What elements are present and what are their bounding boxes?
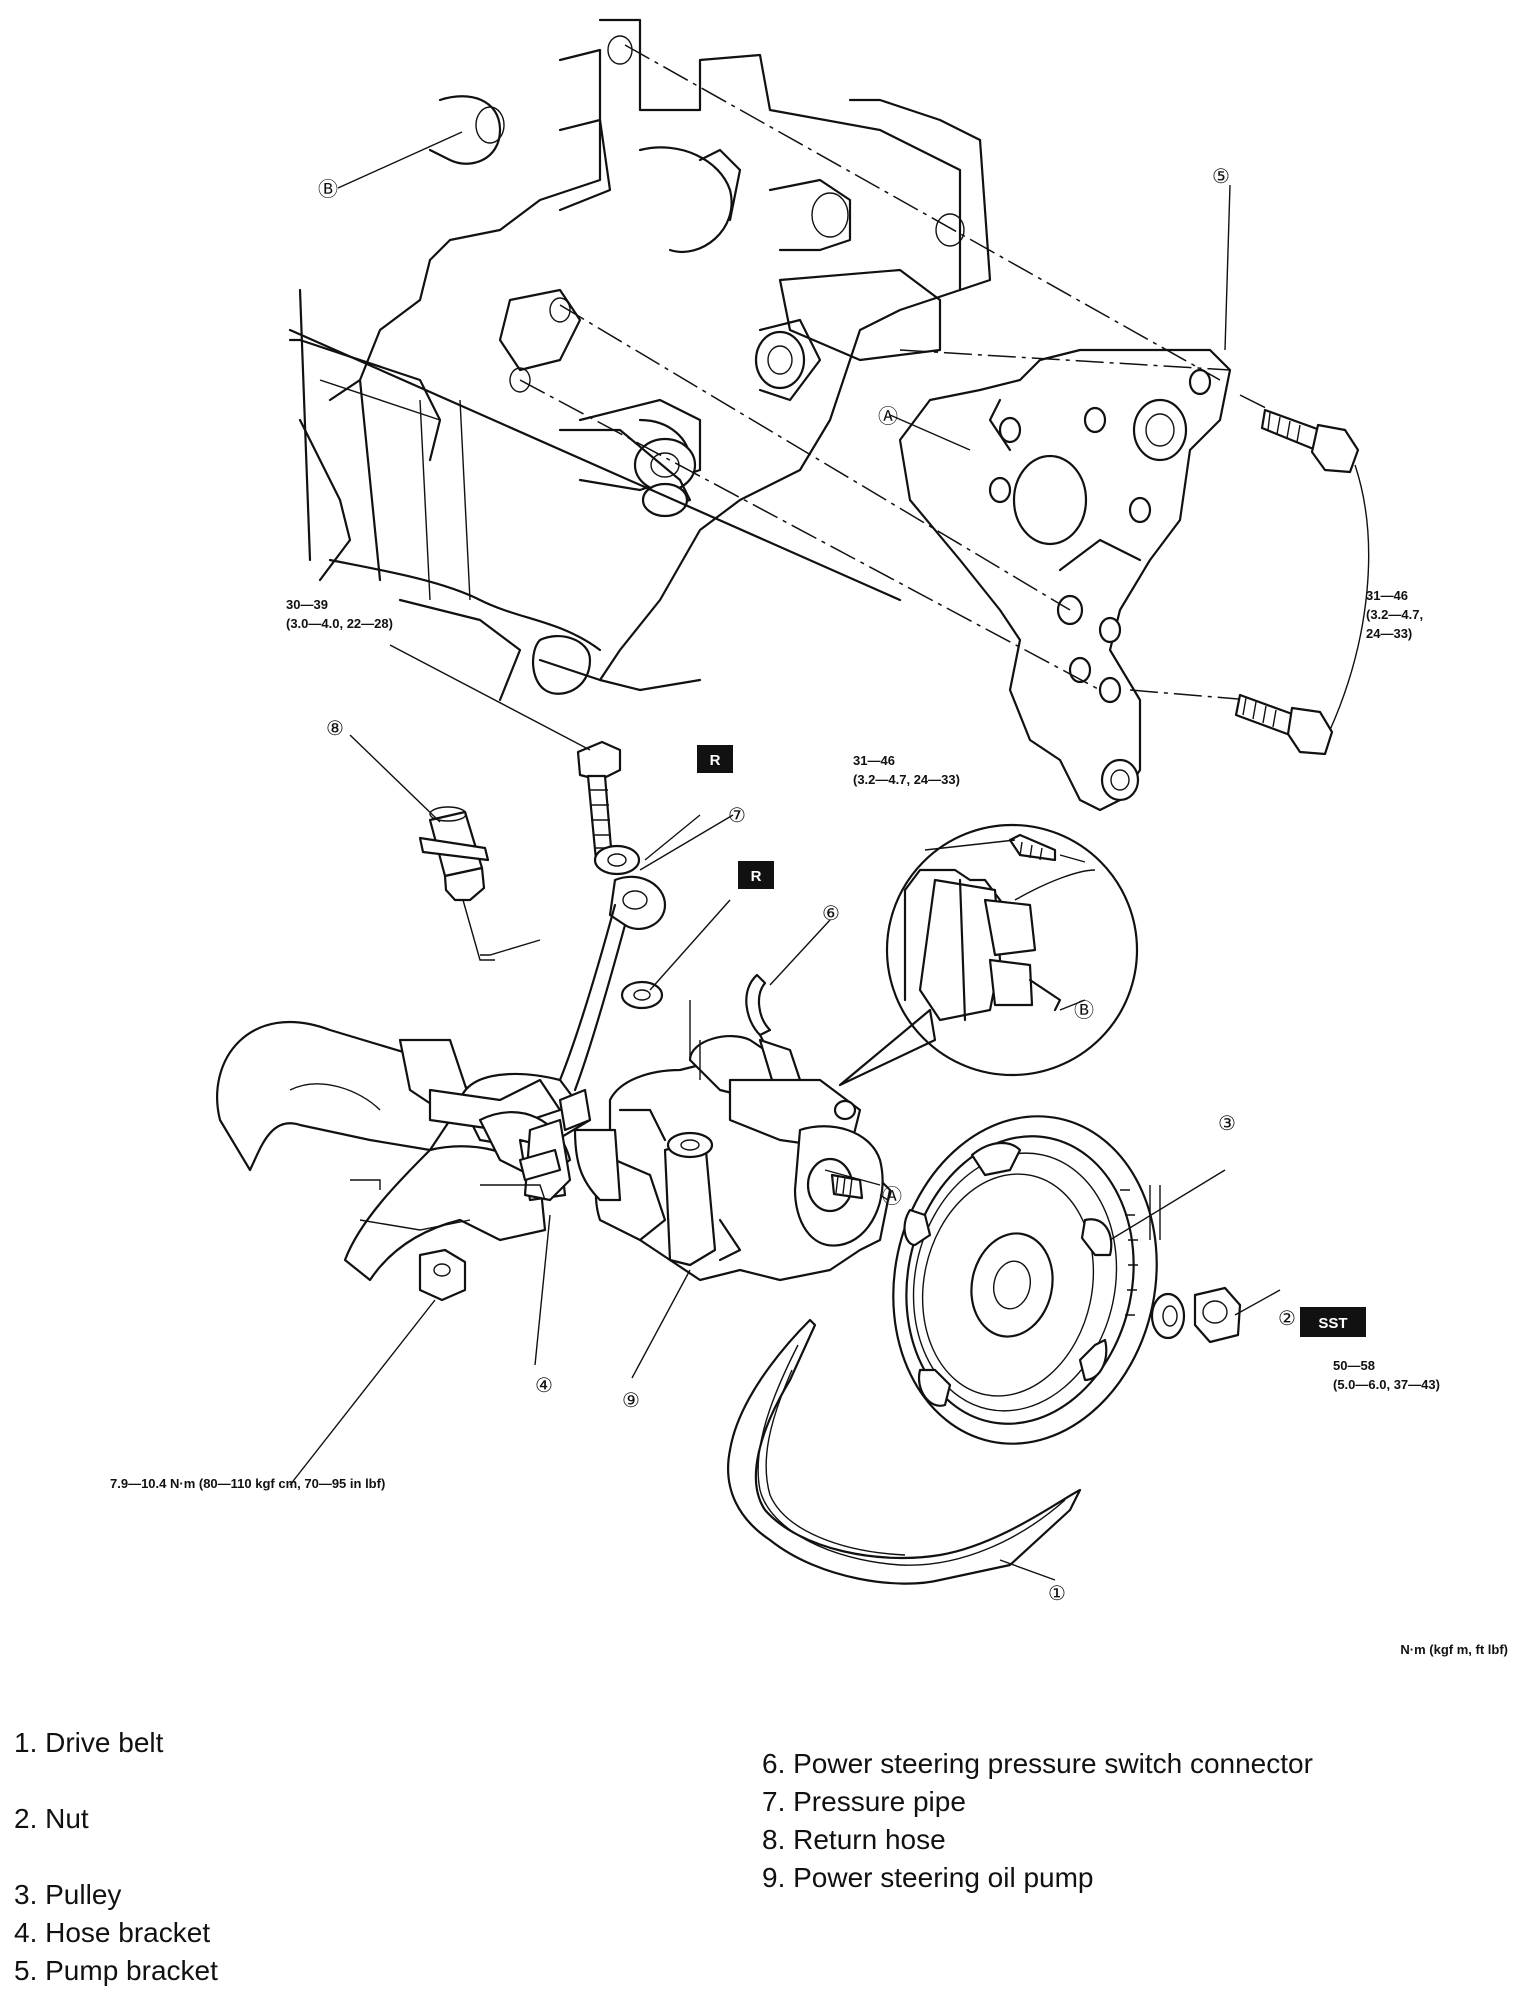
torque-bracket-line3: 24—33) (1366, 626, 1412, 641)
torque-eye-bolt-line1: 30—39 (286, 597, 328, 612)
replace-badge-lower-text: R (751, 868, 762, 885)
drive-belt (727, 1318, 1082, 1585)
callout-b-switch: Ⓑ (1074, 999, 1094, 1022)
pulley-washer (1150, 1292, 1186, 1340)
torque-switch-line1: 31—46 (853, 753, 895, 768)
return-hose-path-2 (480, 939, 541, 956)
torque-hose-bracket-nut: 7.9—10.4 N·m (80—110 kgf cm, 70—95 in lb… (110, 1476, 385, 1491)
parts-legend-right: 6. Power steering pressure switch connec… (762, 1745, 1313, 1897)
callout-8: ⑧ (326, 718, 344, 740)
power-steering-exploded-diagram: Ⓑ ⑤ Ⓐ ⑧ ⑦ ⑥ Ⓑ Ⓐ ③ ② ① ④ ⑨ R R SST 30—39 … (110, 18, 1508, 1657)
callout-b-engine: Ⓑ (318, 178, 338, 201)
torque-bracket-line2: (3.2—4.7, (1366, 607, 1423, 622)
callout-4: ④ (535, 1375, 553, 1397)
callout-2: ② (1278, 1308, 1296, 1330)
bracket-bolt-lower (1234, 693, 1334, 756)
callout-a-pump: Ⓐ (882, 1185, 902, 1208)
torque-units-note: N·m (kgf m, ft lbf) (1400, 1642, 1508, 1657)
pressure-pipe (558, 875, 667, 1092)
hose-bracket (480, 1118, 572, 1202)
oil-pump (558, 1035, 892, 1282)
return-hose-part (418, 806, 490, 902)
legend-item-pulley: 3. Pulley (14, 1879, 122, 1910)
callout-6: ⑥ (822, 903, 840, 925)
legend-item-return-hose: 8. Return hose (762, 1824, 946, 1855)
pulley (892, 1115, 1161, 1445)
torque-nut-line1: 50—58 (1333, 1358, 1375, 1373)
legend-item-hose-bracket: 4. Hose bracket (14, 1917, 211, 1948)
legend-item-pressure-pipe: 7. Pressure pipe (762, 1786, 966, 1817)
replace-badge-lower: R (738, 861, 774, 889)
pulley-nut (1193, 1286, 1242, 1344)
sst-badge-text: SST (1318, 1315, 1347, 1332)
replace-badge-upper-text: R (710, 752, 721, 769)
washer-lower (620, 980, 664, 1010)
return-hose-path (462, 899, 495, 961)
pump-bracket (898, 348, 1232, 812)
callout-a-bracket: Ⓐ (878, 405, 898, 428)
parts-legend-left: 1. Drive belt 2. Nut 3. Pulley 4. Hose b… (14, 1724, 218, 1990)
engine-block (288, 18, 992, 702)
torque-eye-bolt-line2: (3.0—4.0, 22—28) (286, 616, 393, 631)
bracket-bolt-upper (1260, 408, 1360, 474)
callout-9: ⑨ (622, 1390, 640, 1412)
torque-switch-line2: (3.2—4.7, 24—33) (853, 772, 960, 787)
callout-7: ⑦ (728, 805, 746, 827)
alignment-lines (519, 44, 1271, 701)
sst-badge: SST (1300, 1307, 1366, 1337)
bracket-bolt-torque-leader (1329, 464, 1370, 731)
torque-nut-line2: (5.0—6.0, 37—43) (1333, 1377, 1440, 1392)
legend-item-nut: 2. Nut (14, 1803, 89, 1834)
eye-bolt (576, 740, 622, 862)
detail-pointer (838, 1008, 937, 1087)
replace-badge-upper: R (697, 745, 733, 773)
callout-5: ⑤ (1212, 166, 1230, 188)
switch-detail (885, 823, 1139, 1077)
washer-upper (593, 844, 641, 876)
callout-3: ③ (1218, 1113, 1236, 1135)
legend-item-pressure-switch-connector: 6. Power steering pressure switch connec… (762, 1748, 1313, 1779)
torque-bracket-line1: 31—46 (1366, 588, 1408, 603)
hose-bracket-nut (418, 1248, 467, 1302)
callout-1: ① (1048, 1583, 1066, 1605)
legend-item-oil-pump: 9. Power steering oil pump (762, 1862, 1094, 1893)
legend-item-pump-bracket: 5. Pump bracket (14, 1955, 218, 1986)
legend-item-drive-belt: 1. Drive belt (14, 1727, 164, 1758)
leader-lines (289, 131, 1281, 1581)
